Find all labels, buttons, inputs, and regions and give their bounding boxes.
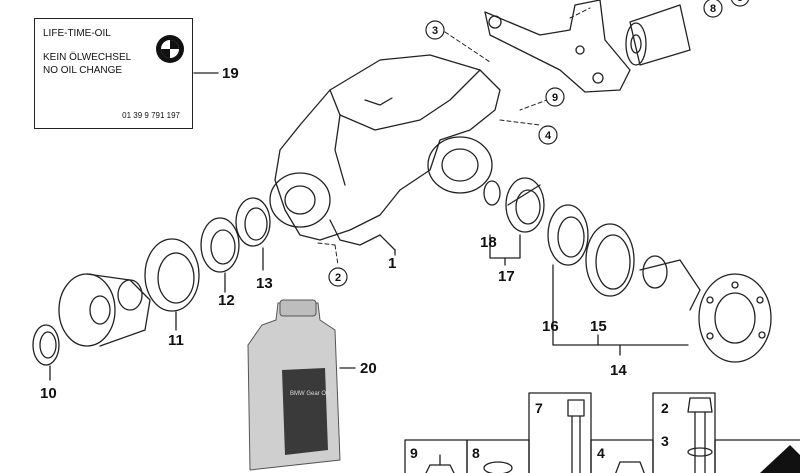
ring-15 (585, 223, 635, 297)
inset-label-4: 4 (597, 445, 605, 461)
chevron-icon (760, 445, 800, 473)
ring-16 (547, 204, 589, 266)
label-part-number: 01 39 9 791 197 (122, 111, 180, 120)
bolt-icon-7 (567, 399, 585, 473)
callout-13: 13 (256, 275, 273, 292)
callout-1: 1 (388, 255, 396, 272)
output-flange-right (639, 255, 772, 363)
callout-10: 10 (40, 385, 57, 402)
label-line-english: NO OIL CHANGE (43, 65, 123, 76)
differential-housing (269, 54, 501, 251)
label-title: LIFE-TIME-OIL (43, 28, 111, 39)
hardware-inset (404, 392, 800, 473)
bolt-icon-2 (687, 397, 713, 473)
callout-5: 5 (737, 0, 743, 4)
callout-3: 3 (432, 25, 438, 37)
inset-label-8: 8 (472, 445, 480, 461)
rubber-mount (625, 4, 691, 66)
callout-8: 8 (710, 3, 716, 15)
callout-16: 16 (542, 318, 559, 335)
output-flange-left (58, 273, 151, 347)
callout-12: 12 (218, 292, 235, 309)
callout-9: 9 (552, 92, 558, 104)
oil-bottle: BMW Gear Oil (247, 299, 341, 471)
inset-label-2: 2 (661, 400, 669, 416)
callout-20: 20 (360, 360, 377, 377)
callout-14: 14 (610, 362, 627, 379)
callout-4: 4 (545, 130, 552, 142)
inset-label-3: 3 (661, 433, 669, 449)
label-line-german: KEIN ÖLWECHSEL (43, 52, 132, 63)
callout-19: 19 (222, 65, 239, 82)
bottle-label-text: BMW Gear Oil (290, 391, 329, 397)
washer-icon-8 (483, 461, 513, 473)
bmw-logo-icon (156, 35, 184, 63)
callout-18: 18 (480, 234, 497, 251)
callout-11: 11 (168, 332, 184, 349)
o-ring-18 (483, 180, 501, 206)
ring-11 (144, 238, 200, 312)
washer-icon-3 (687, 447, 713, 457)
callout-15: 15 (590, 318, 607, 335)
inset-label-9: 9 (410, 445, 418, 461)
seal-13 (235, 197, 271, 247)
seal-ring-10 (32, 324, 60, 366)
ring-12 (200, 217, 240, 273)
mounting-bracket (484, 0, 631, 93)
seal-17 (505, 177, 545, 233)
callout-2: 2 (335, 272, 341, 284)
bracket-14 (552, 264, 689, 346)
callout-17: 17 (498, 268, 515, 285)
life-time-oil-label-card: LIFE-TIME-OIL KEIN ÖLWECHSEL NO OIL CHAN… (34, 18, 193, 129)
inset-label-7: 7 (535, 400, 543, 416)
nut-icon-9 (425, 454, 455, 473)
nut-icon-4 (615, 461, 645, 473)
